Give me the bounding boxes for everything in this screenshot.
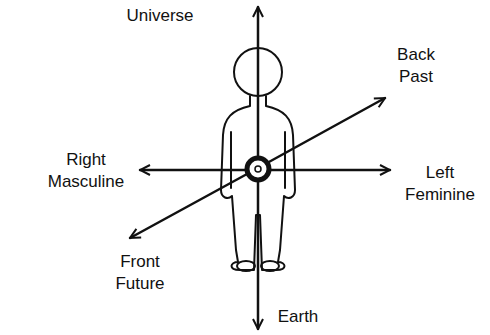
axis-label: Right Masculine bbox=[48, 149, 125, 193]
axis-arrow bbox=[257, 168, 260, 329]
axis-label: Earth bbox=[278, 306, 319, 328]
center-ring bbox=[247, 158, 269, 180]
axis-arrow bbox=[140, 169, 258, 172]
axis-label: Back Past bbox=[397, 44, 435, 88]
arm-line bbox=[284, 132, 286, 188]
axis-label: Front Future bbox=[115, 251, 164, 295]
axis-label: Left Feminine bbox=[405, 162, 475, 206]
axis-arrow bbox=[130, 168, 258, 238]
axis-arrow bbox=[258, 169, 390, 172]
foot-outline bbox=[261, 261, 279, 271]
axis-arrow bbox=[258, 98, 385, 168]
arm-line bbox=[230, 132, 232, 188]
axis-arrow bbox=[257, 7, 260, 168]
foot-outline bbox=[237, 261, 255, 271]
center-dot bbox=[255, 166, 261, 172]
axis-label: Universe bbox=[126, 5, 193, 27]
